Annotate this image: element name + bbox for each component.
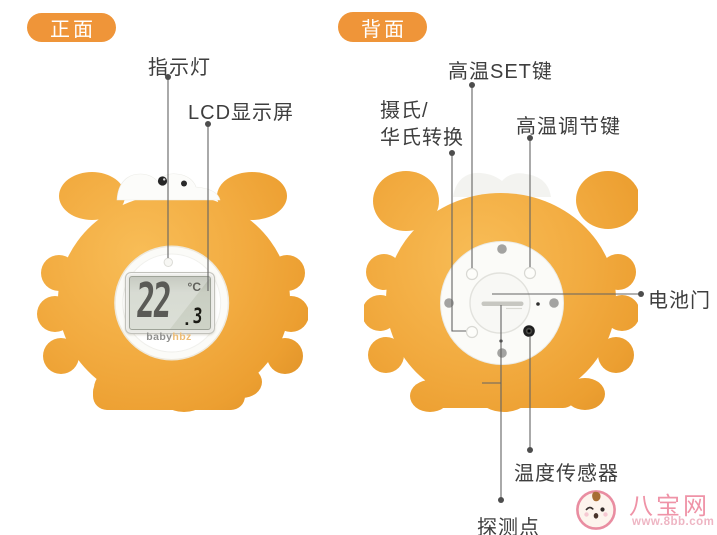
callout-high-temp-adjust-key: 高温调节键 — [516, 116, 621, 138]
lcd-unit: °C — [187, 280, 201, 294]
front-eye-crest — [116, 173, 221, 201]
callout-lcd-screen: LCD显示屏 — [188, 102, 295, 124]
back-right-claw — [576, 171, 638, 229]
callout-indicator-light: 指示灯 — [148, 57, 211, 79]
brand-logo: babyhbz — [127, 331, 211, 343]
callout-celsius-fahrenheit-line2: 华氏转换 — [380, 127, 464, 149]
reset-hole — [536, 302, 540, 306]
high-temp-set-button — [465, 267, 479, 281]
lcd-temperature-decimal: 3 — [192, 304, 204, 328]
lcd-screen-glass: 22 °C . 3 — [129, 276, 211, 330]
lcd-display: 22 °C . 3 — [125, 272, 215, 334]
panel-pad-left — [444, 298, 454, 308]
callout-battery-door: 电池门 — [648, 290, 711, 312]
back-view-image — [364, 171, 638, 412]
baby-face-icon — [576, 490, 616, 530]
panel-pad-top — [497, 244, 507, 254]
right-eye — [181, 180, 187, 187]
callout-probe-point: 探测点 — [477, 517, 540, 535]
brand-text-orange: hbz — [172, 331, 192, 343]
back-left-claw — [373, 171, 439, 231]
panel-pad-right — [549, 298, 559, 308]
battery-door-slot — [481, 301, 524, 306]
back-base — [426, 380, 576, 408]
left-eye — [157, 176, 168, 186]
lcd-temperature-integer: 22 — [134, 276, 172, 329]
callout-celsius-fahrenheit-line1: 摄氏/ — [380, 100, 429, 122]
celsius-fahrenheit-button — [465, 325, 479, 339]
back-view-tag: 背面 — [338, 12, 427, 42]
front-view-tag: 正面 — [27, 13, 116, 42]
callout-temperature-sensor: 温度传感器 — [514, 463, 619, 485]
front-left-claw — [59, 172, 125, 220]
back-eye-crest — [453, 172, 551, 197]
brand-text-gray: baby — [146, 331, 173, 343]
probe-point — [499, 339, 503, 343]
watermark-site-name: 八宝网 — [629, 493, 710, 520]
front-base — [93, 378, 245, 410]
indicator-light — [163, 257, 174, 268]
watermark-site-url: www.8bb.com — [632, 516, 715, 528]
callout-high-temp-set-key: 高温SET键 — [448, 61, 553, 83]
panel-pad-bottom — [497, 348, 507, 358]
front-right-claw — [217, 172, 287, 220]
high-temp-adjust-button — [523, 266, 537, 280]
lcd-decimal-point: . — [184, 309, 190, 329]
